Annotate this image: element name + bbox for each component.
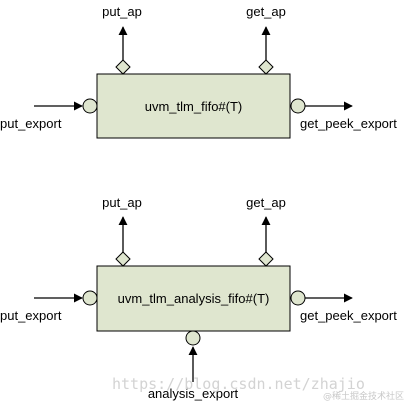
uvm-tlm-fifo-box bbox=[96, 73, 291, 139]
put-export-label: put_export bbox=[0, 116, 62, 131]
watermark-community: @稀土掘金技术社区 bbox=[323, 390, 404, 402]
uvm-tlm-fifo-title: uvm_tlm_fifo#(T) bbox=[145, 99, 243, 114]
get-peek-export-port-circle-2 bbox=[290, 290, 306, 306]
put-ap-label: put_ap bbox=[102, 4, 142, 19]
uvm-tlm-analysis-fifo-title: uvm_tlm_analysis_fifo#(T) bbox=[118, 291, 270, 306]
get-ap-port-diamond bbox=[258, 59, 274, 75]
put-ap-label-2: put_ap bbox=[102, 195, 142, 210]
put-ap-port-diamond bbox=[115, 59, 131, 75]
analysis-export-port-circle bbox=[185, 330, 201, 346]
watermark-url: https://blog.csdn.net/zhajio bbox=[112, 375, 365, 393]
get-ap-label: get_ap bbox=[246, 4, 286, 19]
put-ap-port-diamond-2 bbox=[115, 251, 131, 267]
put-export-port-circle-2 bbox=[82, 290, 98, 306]
put-export-label-2: put_export bbox=[0, 308, 62, 323]
get-ap-port-diamond-2 bbox=[258, 251, 274, 267]
uvm-tlm-analysis-fifo-diagram: uvm_tlm_analysis_fifo#(T) put_ap get_ap … bbox=[0, 195, 397, 401]
get-peek-export-port-circle bbox=[290, 98, 306, 114]
analysis-export-label: analysis_export bbox=[148, 386, 239, 401]
uvm-tlm-fifo-diagram: uvm_tlm_fifo#(T) put_ap get_ap put_expor… bbox=[0, 4, 397, 139]
put-export-port-circle bbox=[82, 98, 98, 114]
get-peek-export-label-2: get_peek_export bbox=[300, 308, 397, 323]
get-ap-label-2: get_ap bbox=[246, 195, 286, 210]
get-peek-export-label: get_peek_export bbox=[300, 116, 397, 131]
